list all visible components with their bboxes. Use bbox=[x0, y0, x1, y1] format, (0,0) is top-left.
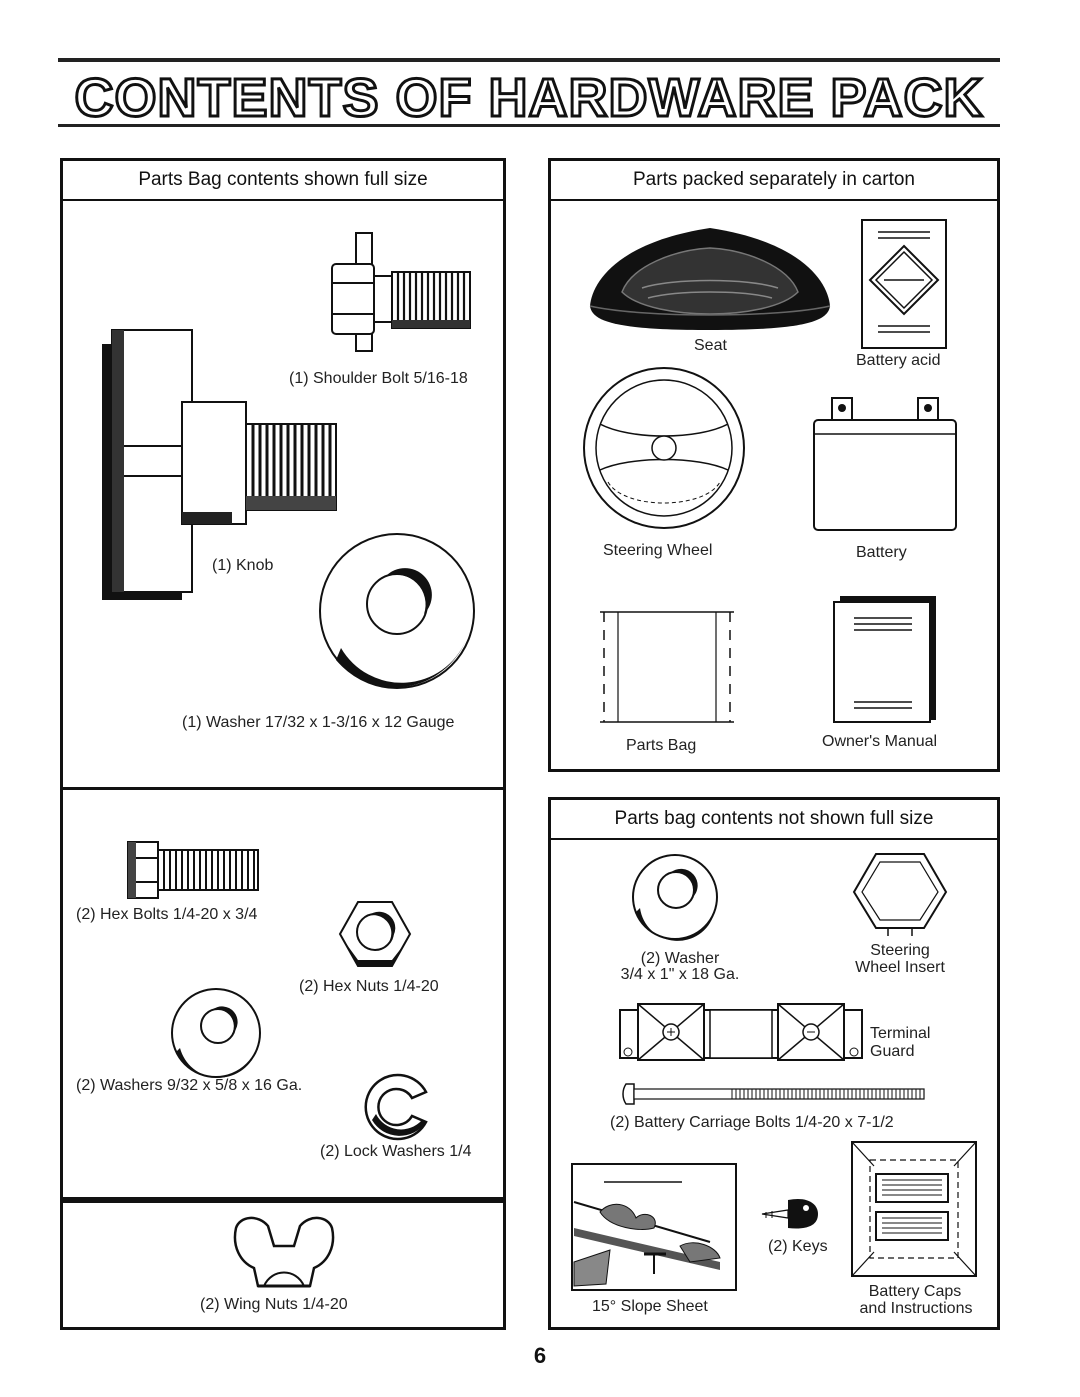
washer-three-quarter-icon bbox=[632, 854, 718, 941]
battery-caps-label-line2: and Instructions bbox=[859, 1300, 973, 1317]
parts-bag-label: Parts Bag bbox=[626, 737, 697, 754]
terminal-guard-label-line1: Terminal bbox=[870, 1025, 931, 1042]
steering-wheel-label: Steering Wheel bbox=[603, 542, 713, 559]
washer-large-icon bbox=[319, 533, 475, 689]
lock-washer-icon bbox=[364, 1073, 434, 1141]
shoulder-bolt-label: (1) Shoulder Bolt 5/16-18 bbox=[289, 370, 468, 387]
washer-three-quarter-label-line1: (2) Washer bbox=[640, 950, 720, 967]
lock-washers-label: (2) Lock Washers 1/4 bbox=[320, 1143, 472, 1160]
steering-wheel-icon bbox=[583, 367, 745, 529]
wing-nut-icon bbox=[233, 1216, 335, 1288]
steering-wheel-insert-label-line2: Wheel Insert bbox=[855, 959, 945, 976]
panel-heading: Parts Bag contents shown full size bbox=[63, 161, 503, 201]
parts-packed-separately-panel: Parts packed separately in carton bbox=[548, 158, 1000, 772]
washer-small-icon bbox=[171, 988, 261, 1078]
terminal-guard-icon bbox=[619, 1003, 863, 1061]
parts-bag-icon bbox=[600, 611, 734, 723]
seat-icon bbox=[589, 228, 831, 330]
page-title: CONTENTS OF HARDWARE PACK bbox=[73, 67, 984, 130]
panel-heading: Parts bag contents not shown full size bbox=[551, 800, 997, 840]
parts-bag-small-hardware-panel bbox=[60, 787, 506, 1203]
wing-nuts-label: (2) Wing Nuts 1/4-20 bbox=[200, 1296, 348, 1313]
slope-sheet-label: 15° Slope Sheet bbox=[592, 1298, 708, 1315]
carriage-bolt-icon bbox=[622, 1083, 925, 1105]
owners-manual-label: Owner's Manual bbox=[822, 733, 938, 750]
battery-icon bbox=[813, 397, 957, 531]
steering-wheel-insert-label-line1: Steering bbox=[870, 942, 930, 959]
page-number: 6 bbox=[533, 1343, 547, 1368]
washers-label: (2) Washers 9/32 x 5/8 x 16 Ga. bbox=[76, 1077, 303, 1094]
battery-acid-label: Battery acid bbox=[856, 352, 941, 369]
carriage-bolts-label: (2) Battery Carriage Bolts 1/4-20 x 7-1/… bbox=[610, 1114, 894, 1131]
title-top-rule bbox=[58, 58, 1000, 62]
battery-label: Battery bbox=[856, 544, 907, 561]
slope-sheet-icon bbox=[571, 1163, 737, 1291]
seat-label: Seat bbox=[694, 337, 727, 354]
washer-three-quarter-label-line2: 3/4 x 1" x 18 Ga. bbox=[620, 966, 740, 983]
title-bottom-rule bbox=[58, 124, 1000, 127]
steering-wheel-insert-icon bbox=[852, 853, 948, 936]
battery-acid-icon bbox=[861, 219, 947, 349]
hex-bolt-icon bbox=[127, 841, 259, 899]
shoulder-bolt-icon bbox=[331, 232, 471, 352]
owners-manual-icon bbox=[833, 596, 936, 723]
knob-label: (1) Knob bbox=[212, 557, 274, 574]
battery-caps-icon bbox=[851, 1141, 977, 1277]
wing-nut-panel bbox=[60, 1197, 506, 1330]
panel-heading: Parts packed separately in carton bbox=[551, 161, 997, 201]
hex-bolts-label: (2) Hex Bolts 1/4-20 x 3/4 bbox=[76, 906, 258, 923]
hex-nuts-label: (2) Hex Nuts 1/4-20 bbox=[299, 978, 439, 995]
parts-bag-not-full-size-panel: Parts bag contents not shown full size bbox=[548, 797, 1000, 1330]
keys-label: (2) Keys bbox=[768, 1238, 828, 1255]
hex-nut-icon bbox=[338, 901, 412, 967]
battery-caps-label-line1: Battery Caps bbox=[868, 1283, 962, 1300]
key-icon bbox=[761, 1198, 818, 1229]
terminal-guard-label-line2: Guard bbox=[870, 1043, 915, 1060]
knob-icon bbox=[102, 329, 337, 600]
washer-large-label: (1) Washer 17/32 x 1-3/16 x 12 Gauge bbox=[182, 714, 455, 731]
